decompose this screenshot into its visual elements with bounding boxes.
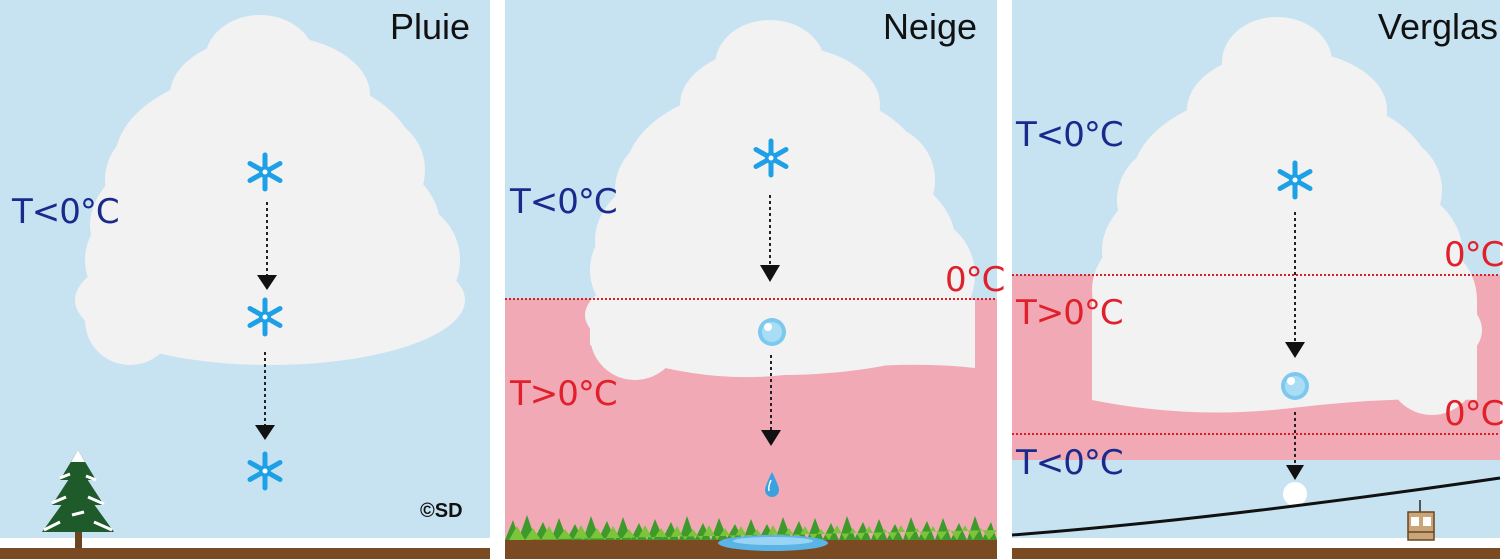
grass-and-puddle-icon: [505, 515, 997, 559]
panel-pluie-illustration: [0, 0, 490, 559]
temp-label-cold: T<0°C: [1016, 443, 1124, 483]
panel-title: Verglas: [1377, 6, 1498, 47]
snowflake-icon: [753, 138, 789, 178]
arrow-down-icon: [760, 195, 780, 282]
cloud: [1092, 17, 1482, 415]
ice-ball-icon: [1283, 482, 1307, 506]
isotherm-label: 0°C: [945, 260, 1005, 300]
ice-pellet-icon: [1281, 372, 1309, 400]
snowflake-icon: [1277, 160, 1313, 200]
raindrop-icon: [765, 472, 779, 497]
arrow-down-icon: [761, 355, 781, 446]
panel-title: Pluie: [389, 6, 470, 47]
cable-car-icon: [1011, 476, 1501, 541]
ice-pellet-icon: [758, 318, 786, 346]
panel-neige-illustration: [505, 0, 997, 559]
arrow-down-icon: [1286, 412, 1304, 480]
arrow-down-icon: [1285, 212, 1305, 358]
snowflake-icon: [247, 451, 283, 491]
copyright: ©SD: [420, 500, 463, 522]
arrow-down-icon: [257, 202, 277, 290]
snowflake-icon: [247, 297, 283, 337]
temp-label-cold: T<0°C: [1016, 115, 1124, 155]
isotherm-label: 0°C: [1444, 235, 1503, 275]
cloud: [75, 15, 465, 365]
temp-label-warm: T>0°C: [1016, 293, 1124, 333]
temp-label-cold: T<0°C: [510, 182, 618, 222]
panel-pluie: Pluie T<0°C ©SD: [0, 0, 490, 559]
panel-title: Neige: [882, 6, 977, 47]
temp-label-cold: T<0°C: [12, 192, 120, 232]
panel-verglas-illustration: [1011, 0, 1501, 559]
arrow-down-icon: [255, 352, 275, 440]
snowflake-icon: [247, 152, 283, 192]
isotherm-label: 0°C: [1444, 394, 1503, 434]
panel-verglas: Verglas T<0°C 0°C T>0°C 0°C T<0°C: [1011, 0, 1503, 559]
ground: [1012, 538, 1500, 559]
ground: [0, 538, 490, 559]
panel-neige: Neige T<0°C 0°C T>0°C: [505, 0, 1005, 559]
pine-tree-icon: [42, 450, 114, 548]
temp-label-warm: T>0°C: [510, 374, 618, 414]
